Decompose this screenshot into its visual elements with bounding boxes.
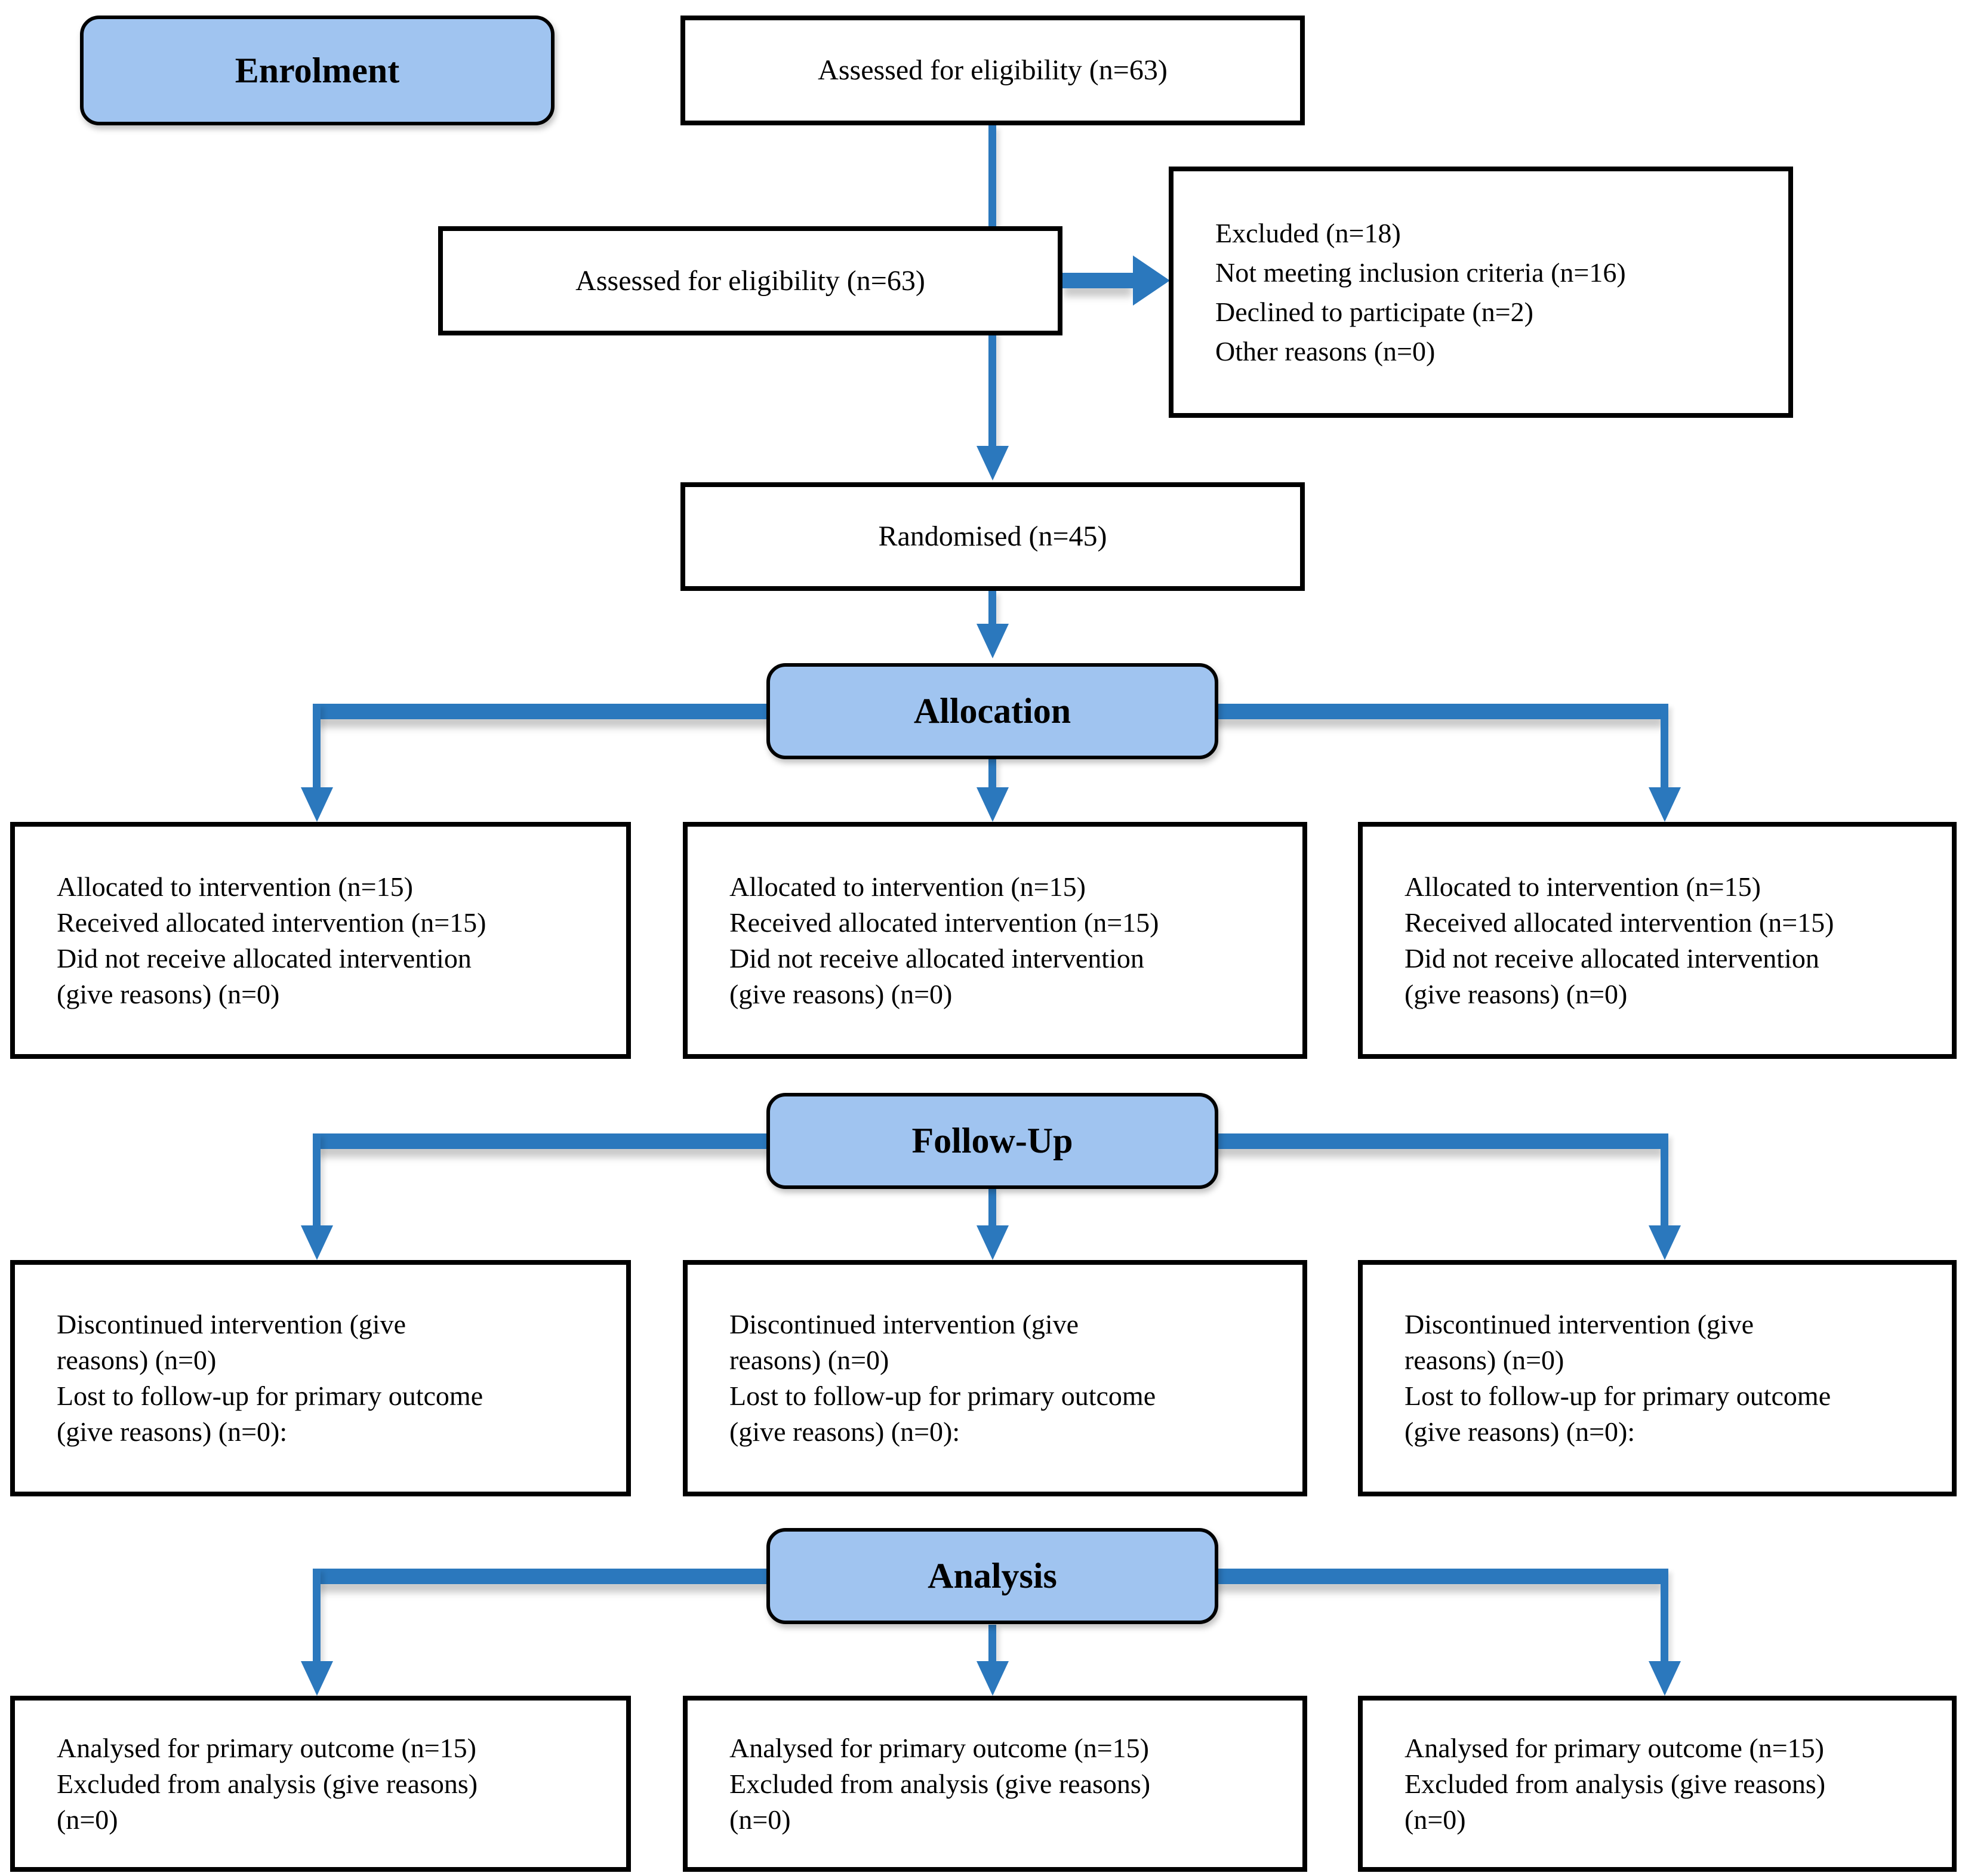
box-text-line: Received allocated intervention (n=15) [729,907,1159,938]
box-text-line: Assessed for eligibility (n=63) [575,264,925,297]
box-text-line: (give reasons) (n=0): [729,1416,960,1447]
box-text-line: Excluded from analysis (give reasons) [57,1768,478,1799]
box-text-line: reasons) (n=0) [1404,1345,1564,1375]
arrow-head-down-icon [1649,1225,1681,1260]
box-text-line: reasons) (n=0) [729,1345,889,1375]
arrow-head-down-icon [977,446,1009,480]
analysis-box-right: Analysed for primary outcome (n=15) Excl… [1358,1696,1957,1872]
assessed-for-eligibility-box: Assessed for eligibility (n=63) [438,226,1062,335]
arrow-head-down-icon [977,1661,1009,1696]
allocation-box-middle: Allocated to intervention (n=15) Receive… [683,822,1307,1059]
box-text-line: Declined to participate (n=2) [1215,296,1533,327]
branch-drop-left [313,704,321,787]
allocation-banner: Allocation [766,663,1218,759]
box-text-line: (give reasons) (n=0) [729,978,953,1009]
box-text-line: Discontinued intervention (give [1404,1309,1754,1339]
box-text-line: (give reasons) (n=0) [1404,978,1628,1009]
follow-up-box-right: Discontinued intervention (give reasons)… [1358,1260,1957,1496]
branch-drop-center [988,1189,996,1225]
branch-drop-right [1661,1133,1668,1225]
enrolment-banner-label: Enrolment [235,50,400,90]
arrow-line [988,591,996,624]
box-text-line: (n=0) [729,1804,791,1835]
box-text-line: Discontinued intervention (give [729,1309,1079,1339]
excluded-box: Excluded (n=18) Not meeting inclusion cr… [1169,167,1793,418]
box-text-line: Received allocated intervention (n=15) [1404,907,1834,938]
analysis-box-left: Analysed for primary outcome (n=15) Excl… [10,1696,631,1872]
allocation-box-left: Allocated to intervention (n=15) Receive… [10,822,631,1059]
box-text-line: Excluded (n=18) [1215,217,1401,248]
arrow-head-down-icon [977,624,1009,658]
arrow-line [1062,273,1133,288]
arrow-head-down-icon [301,1225,333,1260]
box-text-line: Randomised (n=45) [878,520,1107,552]
box-text-line: Did not receive allocated intervention [1404,942,1819,974]
box-text-line: Excluded from analysis (give reasons) [1404,1768,1826,1799]
box-text-line: Analysed for primary outcome (n=15) [1404,1732,1824,1763]
follow-up-box-left: Discontinued intervention (give reasons)… [10,1260,631,1496]
enrolment-banner: Enrolment [80,16,555,125]
box-text-line: (give reasons) (n=0): [1404,1416,1635,1447]
allocation-box-right: Allocated to intervention (n=15) Receive… [1358,822,1957,1059]
box-text-line: (give reasons) (n=0): [57,1416,288,1447]
arrow-head-down-icon [301,787,333,822]
box-text-line: Excluded from analysis (give reasons) [729,1768,1151,1799]
arrow-head-down-icon [301,1661,333,1696]
box-text-line: (n=0) [57,1804,118,1835]
analysis-banner-label: Analysis [928,1556,1057,1595]
branch-drop-center [988,759,996,787]
arrow-head-right-icon [1133,255,1170,306]
box-text-line: (n=0) [1404,1804,1466,1835]
arrow-head-down-icon [1649,787,1681,822]
box-text-line: Analysed for primary outcome (n=15) [57,1732,476,1763]
box-text-line: reasons) (n=0) [57,1345,217,1375]
analysis-banner: Analysis [766,1528,1218,1624]
box-text-line: (give reasons) (n=0) [57,978,280,1009]
branch-drop-center [988,1625,996,1661]
branch-drop-left [313,1569,321,1661]
arrow-head-down-icon [977,787,1009,822]
box-text-line: Lost to follow-up for primary outcome [57,1381,483,1411]
box-text-line: Received allocated intervention (n=15) [57,907,486,938]
analysis-box-middle: Analysed for primary outcome (n=15) Excl… [683,1696,1307,1872]
box-text-line: Discontinued intervention (give [57,1309,406,1339]
box-text-line: Allocated to intervention (n=15) [57,871,413,902]
box-text-line: Allocated to intervention (n=15) [1404,871,1761,902]
box-text-line: Not meeting inclusion criteria (n=16) [1215,257,1626,288]
arrow-head-down-icon [977,1225,1009,1260]
box-text-line: Assessed for eligibility (n=63) [818,54,1168,86]
assessed-for-eligibility-top-box: Assessed for eligibility (n=63) [680,16,1305,125]
branch-drop-right [1661,704,1668,787]
box-text-line: Allocated to intervention (n=15) [729,871,1086,902]
follow-up-banner-label: Follow-Up [911,1121,1073,1160]
follow-up-box-middle: Discontinued intervention (give reasons)… [683,1260,1307,1496]
box-text-line: Lost to follow-up for primary outcome [729,1381,1156,1411]
allocation-banner-label: Allocation [913,691,1071,731]
arrow-head-down-icon [1649,1661,1681,1696]
branch-drop-left [313,1133,321,1225]
branch-drop-right [1661,1569,1668,1661]
box-text-line: Analysed for primary outcome (n=15) [729,1732,1149,1763]
box-text-line: Did not receive allocated intervention [57,942,472,974]
box-text-line: Did not receive allocated intervention [729,942,1144,974]
box-text-line: Other reasons (n=0) [1215,335,1436,366]
randomised-box: Randomised (n=45) [680,482,1305,591]
box-text-line: Lost to follow-up for primary outcome [1404,1381,1831,1411]
follow-up-banner: Follow-Up [766,1093,1218,1189]
